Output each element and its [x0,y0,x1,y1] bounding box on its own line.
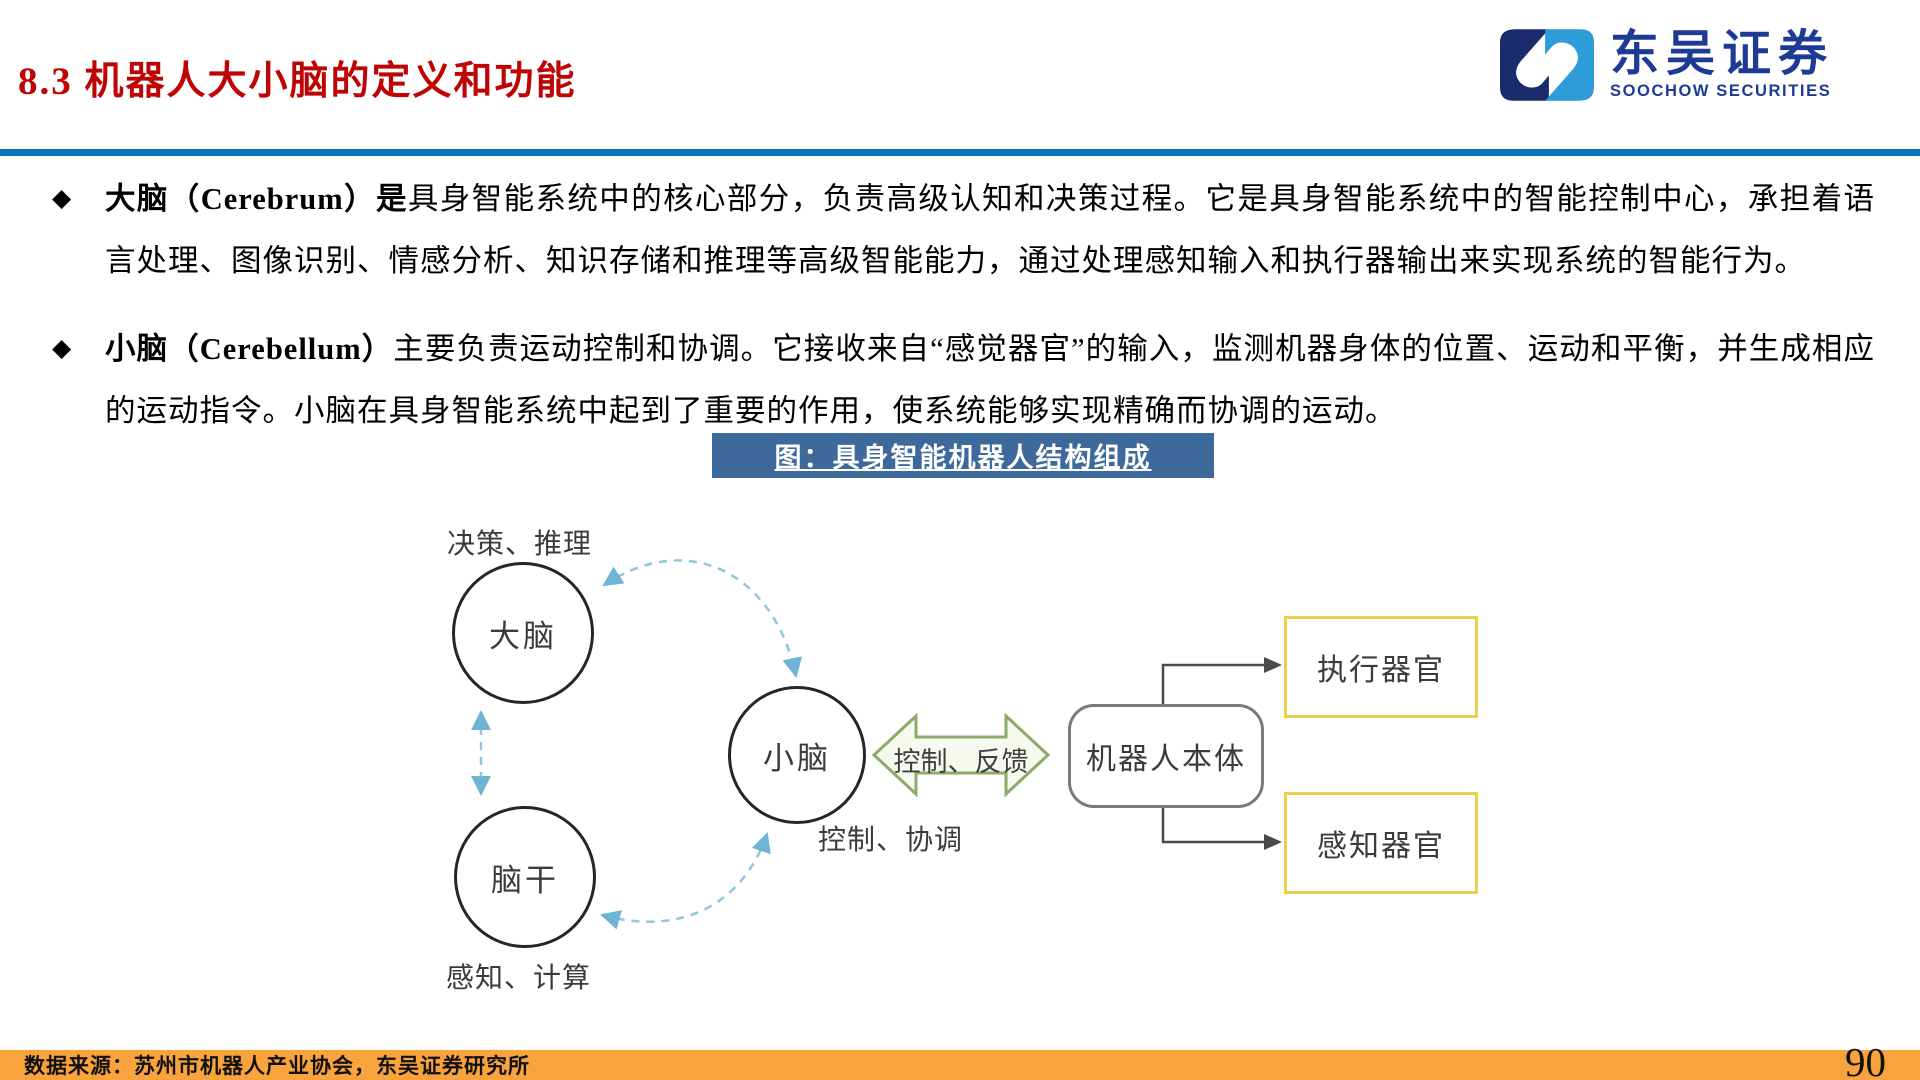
logo-text: 东吴证券 SOOCHOW SECURITIES [1610,28,1834,101]
node-sensors: 感知器官 [1284,792,1478,894]
node-robot-body: 机器人本体 [1068,704,1264,808]
dashed-arrow-brainstem-cerebellum [600,832,771,930]
soochow-logo-icon [1499,28,1594,101]
arrowhead-actuators [1264,657,1282,673]
connector-body-to-actuators [1161,663,1264,704]
node-cerebellum: 小脑 [728,686,866,824]
figure-title-bar: 图：具身智能机器人结构组成 [712,433,1214,478]
bullet-section: ◆ 大脑（Cerebrum）是具身智能系统中的核心部分，负责高级认知和决策过程。… [30,168,1875,468]
bullet-cerebrum-rest: 具身智能系统中的核心部分，负责高级认知和决策过程。它是具身智能系统中的智能控制中… [105,182,1875,278]
connector-body-to-sensors [1161,802,1264,844]
logo-name-cn: 东吴证券 [1609,26,1834,81]
label-control-coordination: 控制、协调 [818,825,964,856]
header-divider [0,149,1920,156]
bullet-cerebellum-lead: 小脑（Cerebellum） [105,332,394,366]
page-number: 90 [1845,1039,1886,1080]
page-title: 8.3 机器人大小脑的定义和功能 [18,60,577,103]
bullet-cerebellum: ◆ 小脑（Cerebellum）主要负责运动控制和协调。它接收来自“感觉器官”的… [30,318,1875,442]
bullet-cerebellum-rest: 主要负责运动控制和协调。它接收来自“感觉器官”的输入，监测机器身体的位置、运动和… [105,332,1875,428]
label-decision-reasoning: 决策、推理 [447,529,593,560]
arrowhead-sensors [1264,834,1282,850]
dashed-arrow-cerebrum-cerebellum [602,559,803,678]
bullet-cerebrum: ◆ 大脑（Cerebrum）是具身智能系统中的核心部分，负责高级认知和决策过程。… [30,168,1875,292]
label-perception-computing: 感知、计算 [446,963,592,994]
bullet-cerebrum-lead: 大脑（Cerebrum）是 [105,182,408,216]
label-control-feedback: 控制、反馈 [893,747,1029,777]
bullet-cerebrum-text: 大脑（Cerebrum）是具身智能系统中的核心部分，负责高级认知和决策过程。它是… [105,168,1875,292]
node-cerebrum: 大脑 [452,562,594,704]
diamond-bullet-icon: ◆ [52,185,72,212]
node-brainstem: 脑干 [454,806,596,948]
data-source-note: 数据来源：苏州市机器人产业协会，东吴证券研究所 [24,1054,530,1078]
soochow-logo: 东吴证券 SOOCHOW SECURITIES [1499,28,1834,101]
node-actuators: 执行器官 [1284,616,1478,718]
logo-name-en: SOOCHOW SECURITIES [1609,82,1832,101]
diamond-bullet-icon: ◆ [52,335,72,362]
bullet-cerebellum-text: 小脑（Cerebellum）主要负责运动控制和协调。它接收来自“感觉器官”的输入… [105,318,1875,442]
footer-bar: 数据来源：苏州市机器人产业协会，东吴证券研究所 [0,1050,1920,1080]
